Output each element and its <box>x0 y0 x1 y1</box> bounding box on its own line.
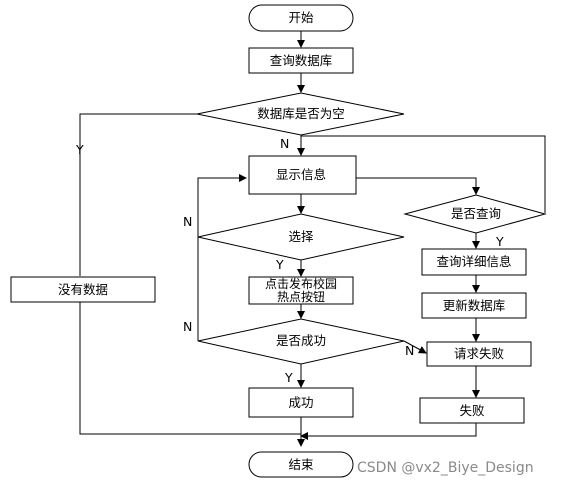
no-data-label: 没有数据 <box>58 282 108 297</box>
node-query-detail: 查询详细信息 <box>421 248 527 276</box>
is-query-label: 是否查询 <box>451 206 501 221</box>
node-db-empty: 数据库是否为空 <box>196 92 405 136</box>
node-is-success: 是否成功 <box>197 318 405 365</box>
label-success-yes: Y <box>284 370 293 385</box>
label-is-query-yes: Y <box>495 234 504 249</box>
label-db-empty-no: N <box>280 136 289 151</box>
node-update-db: 更新数据库 <box>421 292 527 319</box>
edge-nodata-to-end <box>79 302 301 435</box>
node-request-fail: 请求失败 <box>426 341 532 367</box>
edge-isquery-no-loop <box>301 135 546 213</box>
update-db-label: 更新数据库 <box>443 298 506 313</box>
success-label: 成功 <box>288 395 313 410</box>
end-label: 结束 <box>288 457 314 472</box>
label-request-fail-in: N <box>405 343 414 358</box>
node-select: 选择 <box>197 213 405 261</box>
node-fail: 失败 <box>419 397 525 424</box>
node-no-data: 没有数据 <box>10 276 156 303</box>
node-success: 成功 <box>248 387 354 418</box>
query-detail-label: 查询详细信息 <box>436 254 511 269</box>
node-show-info: 显示信息 <box>248 155 357 195</box>
node-end: 结束 <box>248 451 354 478</box>
request-fail-label: 请求失败 <box>454 346 505 361</box>
watermark-text: CSDN @vx2_Biye_Design <box>357 460 534 476</box>
label-select-no: N <box>183 214 192 229</box>
edge-show-to-isquery <box>356 177 480 195</box>
db-empty-label: 数据库是否为空 <box>257 106 345 121</box>
node-click-publish: 点击发布校园 热点按钮 <box>248 276 354 305</box>
edge-fail-to-end <box>300 423 477 440</box>
label-db-empty-yes: Y <box>75 142 84 157</box>
click-publish-label-2: 热点按钮 <box>277 289 325 304</box>
edge-select-no-loop <box>197 174 247 237</box>
node-is-query: 是否查询 <box>403 194 547 234</box>
label-success-no: N <box>183 319 192 334</box>
select-label: 选择 <box>288 229 314 244</box>
start-label: 开始 <box>288 10 314 25</box>
edge-success-to-reqfail <box>403 340 427 354</box>
query-db-label: 查询数据库 <box>270 53 333 68</box>
fail-label: 失败 <box>459 403 485 418</box>
edge-empty-yes-to-nodata <box>79 113 197 276</box>
is-success-label: 是否成功 <box>276 333 326 348</box>
label-select-yes: Y <box>275 257 284 272</box>
edges <box>79 31 546 447</box>
show-info-label: 显示信息 <box>276 167 326 182</box>
click-publish-label-1: 点击发布校园 <box>265 276 337 291</box>
node-query-db: 查询数据库 <box>248 47 354 74</box>
node-start: 开始 <box>248 4 354 32</box>
